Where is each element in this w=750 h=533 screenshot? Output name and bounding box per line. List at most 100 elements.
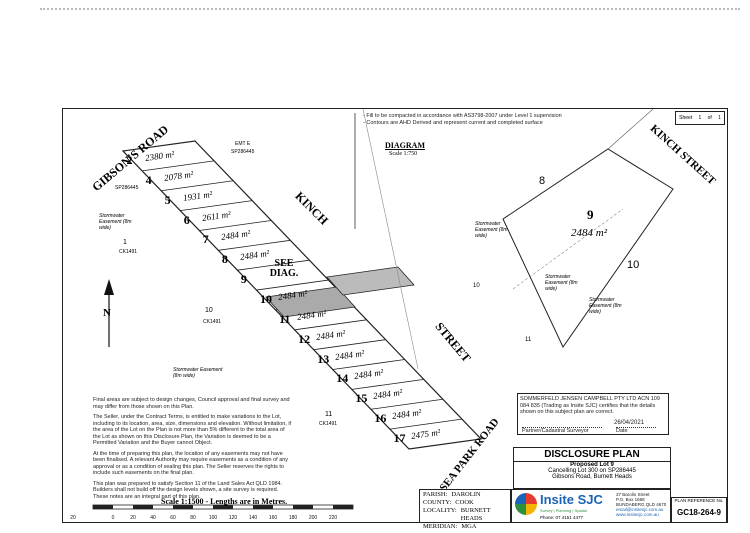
lot-boundary-line [199,220,272,231]
lot-number: 13 [317,351,330,366]
stormwater-label: Stormwater Easement (8m wide) [545,274,578,292]
scale-bar [92,504,354,510]
company-name: Insite SJC [540,492,603,507]
diagram-lot-number: 9 [587,207,594,222]
sp-label-left: SP286445 [115,185,139,191]
certification-sign-label: Partner/Cadastral Surveyor [522,427,602,435]
scale-tick-label: 120 [229,515,238,521]
diagram-neighbor-lot: 8 [539,175,546,187]
lot-boundary-line [218,239,291,251]
scale-tick-label: 40 [150,515,156,521]
diagram-lot-area: 2484 m² [571,227,607,239]
certification-box: SOMMERFELD JENSEN CAMPBELL PTY LTD ACN 1… [517,393,669,435]
sheet-total: 1 [718,115,721,121]
scale-tick-label: 60 [170,515,176,521]
address-line: BUNDABERG QLD 4670 [616,502,667,507]
lot-number: 10 [260,292,272,306]
lot-number: 12 [298,331,311,346]
document-top-margin [0,0,750,100]
scale-tick-label: 200 [309,515,318,521]
lot-boundary-line [351,379,424,390]
stormwater-label: Stormwater Easement (8m wide) [99,213,132,231]
lot-number: 4 [145,172,152,187]
company-address: 37 Barolin Street P.O. Box 1688 BUNDABER… [616,492,666,517]
diagram-easement-line [512,208,624,290]
company-tagline: Survey | Planning | Spatial [540,508,587,513]
lot-boundary-line [389,418,462,430]
scale-tick-label: 180 [289,515,298,521]
lot-boundary-line [237,259,310,271]
north-label: N [103,307,111,319]
scale-tick-label: 20 [70,515,76,521]
lot-number: 16 [374,411,387,426]
ck-label: CK1491 [119,249,138,255]
note: Final areas are subject to design change… [93,397,290,410]
lot-boundary-line [313,339,386,351]
top-note: - Contours are AHD Derived and represent… [363,119,543,126]
see-diag-label: SEE DIAG. [269,258,299,279]
parish-row-label: MERIDIAN: [423,523,458,530]
lot-number: 6 [183,212,190,227]
diagram-below-lot: 11 [525,337,532,343]
lot-dividers [142,160,462,430]
company-phone: Phone: 07 4151 4477 [540,515,584,520]
sheet-num: 1 [698,115,702,121]
lot-number: 17 [393,431,406,446]
diagram-scale: Scale 1:750 [389,151,418,157]
sp-label-top: SP286445 [231,149,255,155]
lot-9-highlight [265,286,356,318]
lot-boundary-line [294,319,367,331]
north-arrow [104,279,114,347]
scale-tick-label: 20 [130,515,136,521]
diagram-neighbor-lot: 10 [627,259,640,271]
diagram-title: DIAGRAM [385,141,425,150]
company-logo-icon [515,493,537,515]
scale-tick-label: 100 [209,515,218,521]
ck-label: CK1491 [203,319,222,325]
diagram-below-lot: 10 [473,283,480,289]
disclosure-title: DISCLOSURE PLAN [514,448,670,462]
certification-text: SOMMERFELD JENSEN CAMPBELL PTY LTD ACN 1… [520,396,660,415]
parish-row-value: MGA [461,523,477,530]
parish-row-label: LOCALITY: [423,507,457,514]
stormwater-label: Stormwater Easement (8m wide) [589,297,622,315]
parish-row-value: DAROLIN [451,491,481,498]
plan-reference-number: GC18-264-9 [676,508,722,517]
lot-11-outside-label: 11 [325,411,333,418]
scale-tick-label: 80 [190,515,196,521]
scale-tick-label: 0 [112,515,115,521]
lot-boundary-line [370,398,443,410]
diagram-road-edge [607,109,654,150]
company-box: Insite SJC Survey | Planning | Spatial 3… [511,489,671,523]
lot-number: 2 [126,152,133,167]
stormwater-label: Stormwater Easement (8m wide) [475,221,508,239]
lot-number: 11 [279,311,291,326]
lot-number: 14 [336,371,349,386]
top-notes: - Fill to be compacted in accordance wit… [363,113,583,126]
disclosure-line: Cancelling Lot 300 on SP286445 [548,468,636,474]
scale-caption: Scale 1:1500 - Lengths are in Metres. [161,497,288,506]
parish-row-value: BURNETT HEADS [460,507,491,522]
ck-label: CK1491 [319,421,338,427]
note: At the time of preparing this plan, the … [93,450,289,477]
sheet-number-box: Sheet 1 of 1 [675,111,725,125]
sheet-of-label: of [707,115,712,121]
disclosure-line: Gibsons Road, Burnett Heads [552,474,632,480]
address-line: 37 Barolin Street [616,492,650,497]
disclosure-notes: Final areas are subject to design change… [93,397,293,504]
lot-number: 7 [202,232,209,247]
company-web: www.insitesjc.com.au [616,512,659,517]
lot-number: 5 [164,192,171,207]
company-email: email@insitesjc.com.au [616,507,664,512]
lot-10-outside-label: 10 [205,307,213,314]
lot-1-label: 1 [123,239,127,246]
plan-reference-box: PLAN REFERENCE No. GC18-264-9 [671,497,727,523]
lot-boundary-line [256,279,329,291]
main-block-outline [121,140,483,450]
scale-tick-label: 160 [269,515,278,521]
certification-date: 26/04/2021 [614,420,645,426]
